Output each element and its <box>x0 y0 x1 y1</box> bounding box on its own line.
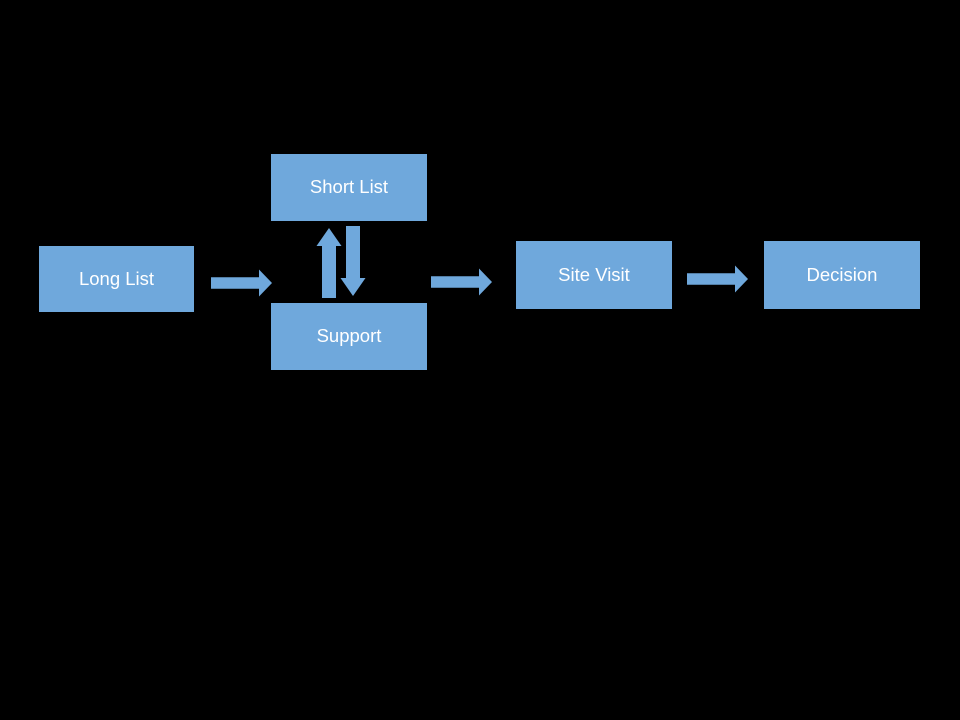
up-arrow-icon <box>316 228 342 298</box>
node-support-label: Support <box>316 325 382 347</box>
node-decision-label: Decision <box>806 263 878 285</box>
right-arrow-icon <box>687 265 748 293</box>
up-down-arrows-icon <box>316 226 366 298</box>
node-short-list-label: Short List <box>309 176 389 198</box>
node-long-list: Long List <box>39 246 194 312</box>
right-arrow-icon <box>431 268 492 296</box>
right-arrow-icon <box>211 269 272 297</box>
node-short-list: Short List <box>271 154 427 221</box>
node-site-visit-label: Site Visit <box>558 263 630 285</box>
node-long-list-label: Long List <box>78 267 155 289</box>
node-decision: Decision <box>764 241 920 309</box>
node-site-visit: Site Visit <box>516 241 672 309</box>
down-arrow-icon <box>340 226 366 296</box>
node-support: Support <box>271 303 427 370</box>
